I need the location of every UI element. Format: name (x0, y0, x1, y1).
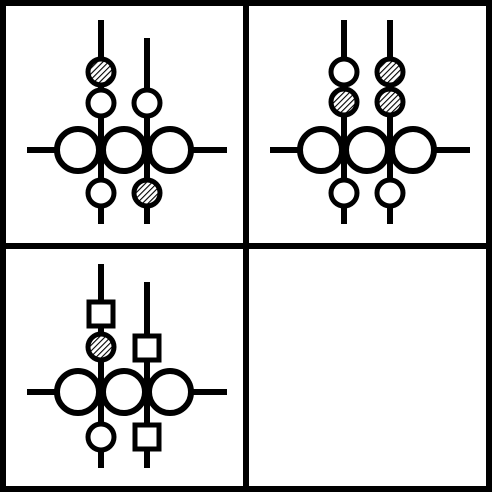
large-ring-right (389, 126, 437, 174)
bead-empty (328, 56, 360, 88)
panel-top-left (27, 20, 227, 224)
bead-square-empty (132, 333, 162, 363)
bead-empty (85, 87, 117, 119)
bead-square-empty (86, 299, 116, 329)
bead-hatched (374, 86, 406, 118)
answer-slot[interactable] (249, 249, 486, 486)
bead-hatched (85, 56, 117, 88)
large-ring-left (297, 126, 345, 174)
bead-hatched (131, 177, 163, 209)
bead-empty (328, 177, 360, 209)
large-ring-right (146, 368, 194, 416)
large-ring-right (146, 126, 194, 174)
bead-empty (85, 177, 117, 209)
bead-empty (131, 87, 163, 119)
large-ring-center (100, 126, 148, 174)
large-ring-center (100, 368, 148, 416)
large-ring-center (343, 126, 391, 174)
bead-empty (374, 177, 406, 209)
large-ring-left (54, 126, 102, 174)
bead-hatched (328, 86, 360, 118)
panel-bottom-left (27, 264, 227, 468)
bead-empty (85, 421, 117, 453)
panel-top-right (270, 20, 470, 224)
bead-square-empty (132, 422, 162, 452)
panel-bottom-right-empty[interactable] (249, 249, 486, 486)
large-ring-left (54, 368, 102, 416)
bead-hatched (85, 331, 117, 363)
bead-hatched (374, 56, 406, 88)
